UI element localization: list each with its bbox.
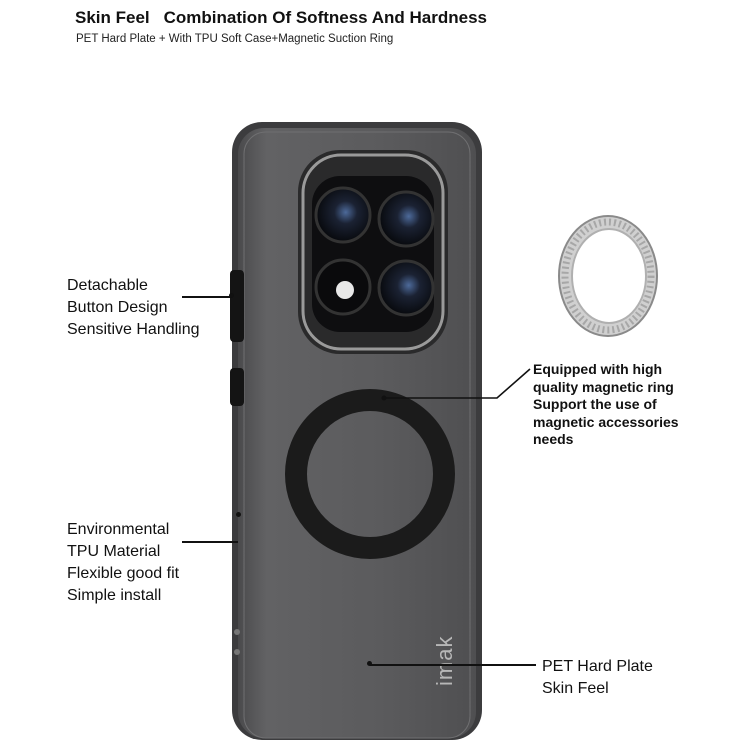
case-hole (234, 649, 240, 655)
headline-left: Skin Feel (75, 8, 150, 27)
callout-line: PET Hard Plate (542, 658, 653, 675)
callout-magnet: Equipped with high quality magnetic ring… (533, 361, 679, 449)
callout-line: Equipped with high (533, 361, 663, 377)
headline: Skin Feel Combination Of Softness And Har… (75, 8, 487, 28)
callout-plate: PET Hard Plate Skin Feel (542, 656, 653, 700)
callout-line: Simple install (67, 587, 162, 604)
leader-dot (367, 661, 372, 666)
leader-dot (229, 293, 234, 298)
lens-bottom-right (377, 259, 435, 317)
callout-line: Environmental (67, 521, 170, 538)
callout-line: quality magnetic ring (533, 378, 674, 395)
callout-line: Detachable (67, 277, 148, 294)
callout-line: Sensitive Handling (67, 321, 200, 338)
leader-line-material (182, 541, 238, 543)
leader-dot (236, 512, 241, 517)
magnetic-ring (285, 389, 455, 559)
subheadline: PET Hard Plate + With TPU Soft Case+Magn… (76, 33, 394, 45)
button-upper (230, 270, 244, 342)
flash (336, 281, 354, 299)
callout-line: needs (533, 431, 574, 447)
button-lower (230, 368, 244, 406)
callout-line: Skin Feel (542, 680, 609, 697)
leader-line-plate (370, 664, 536, 666)
callout-line: magnetic accessories (533, 413, 679, 430)
lens-top-left (314, 186, 372, 244)
camera-module (298, 150, 448, 354)
leader-line-buttons (182, 296, 232, 298)
callout-line: TPU Material (67, 543, 161, 560)
callout-line: Button Design (67, 299, 168, 316)
headline-right: Combination Of Softness And Hardness (163, 8, 487, 27)
callout-material: Environmental TPU Material Flexible good… (67, 519, 179, 607)
callout-buttons: Detachable Button Design Sensitive Handl… (67, 275, 200, 341)
lens-top-right (377, 190, 435, 248)
callout-line: Flexible good fit (67, 565, 180, 582)
magnetic-ring-accessory (558, 215, 658, 337)
callout-line: Support the use of (533, 396, 657, 412)
case-hole (234, 629, 240, 635)
